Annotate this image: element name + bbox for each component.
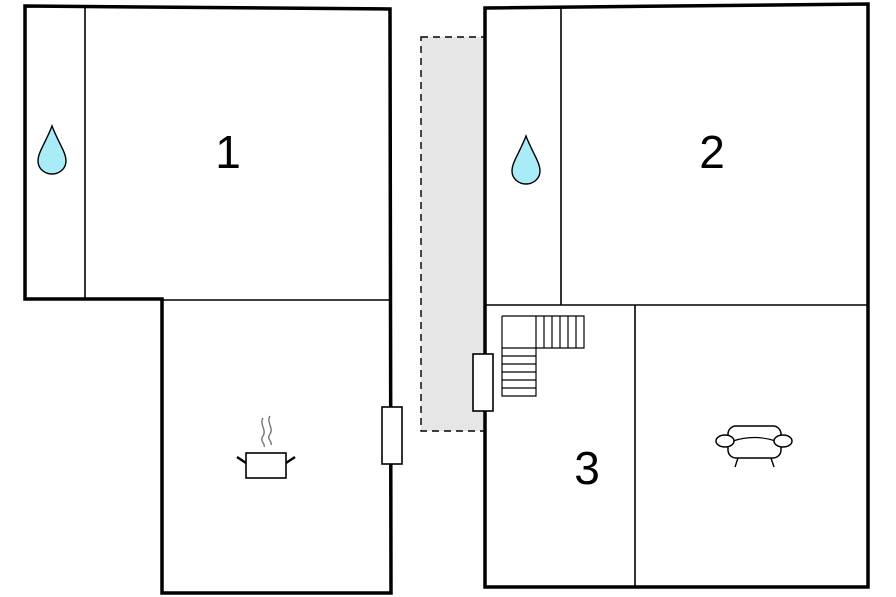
- building-left-outline: [23, 4, 393, 595]
- water-drop-icon: [511, 134, 541, 185]
- cooking-pot-icon: [236, 415, 296, 479]
- building-right-outline: [483, 2, 870, 589]
- door-icon: [381, 406, 403, 465]
- room-number-2: 2: [699, 126, 725, 178]
- room-number-1: 1: [215, 126, 241, 178]
- staircase-icon: [501, 315, 585, 397]
- door-icon: [472, 353, 494, 412]
- sofa-icon: [715, 425, 793, 468]
- water-drop-icon: [37, 124, 67, 175]
- room-number-3: 3: [574, 442, 600, 494]
